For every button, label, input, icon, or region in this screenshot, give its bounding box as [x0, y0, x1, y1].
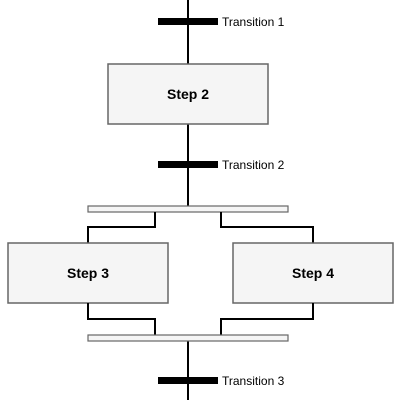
parallel-convergence-bar[interactable]: [87, 334, 289, 342]
transition-3-label: Transition 3: [222, 374, 285, 388]
step-4[interactable]: Step 4: [232, 242, 394, 304]
parallel-divergence-bar[interactable]: [87, 205, 289, 213]
step-3-label: Step 3: [67, 265, 109, 281]
transition-1-bar[interactable]: [158, 18, 218, 25]
step-4-label: Step 4: [292, 265, 334, 281]
transition-3-bar[interactable]: [158, 377, 218, 384]
connector-divergence-to-step4: [220, 212, 314, 243]
step-2-label: Step 2: [167, 86, 209, 102]
connector-step3-to-convergence: [87, 303, 156, 335]
transition-1-label: Transition 1: [222, 15, 285, 29]
transition-2-bar[interactable]: [158, 161, 218, 168]
connector-divergence-to-step3: [87, 212, 156, 243]
step-3-box[interactable]: [7, 242, 169, 304]
step-2-box[interactable]: [107, 63, 269, 125]
transition-2-label: Transition 2: [222, 158, 285, 172]
step-2[interactable]: Step 2: [107, 63, 269, 125]
connector-step4-to-convergence: [220, 303, 314, 335]
step-4-box[interactable]: [232, 242, 394, 304]
step-3[interactable]: Step 3: [7, 242, 169, 304]
